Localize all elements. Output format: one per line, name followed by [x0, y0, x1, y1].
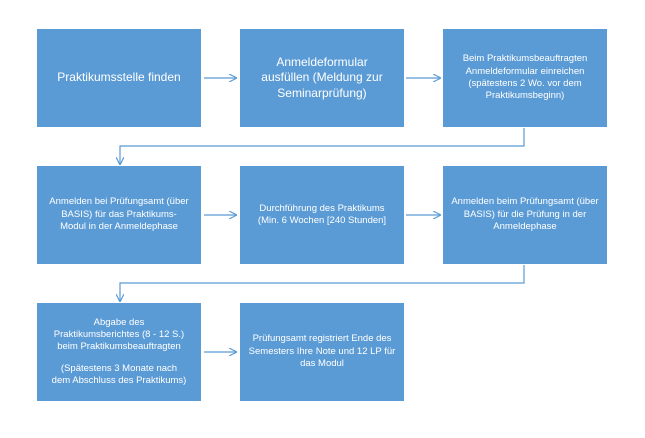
step-register-module-label: Anmelden bei Prüfungsamt (über BASIS) fü… [49, 196, 189, 233]
step-submit-report-deadline: (Spätestens 3 Monate nach dem Abschluss … [51, 362, 187, 387]
step-fill-registration-form: Anmeldeformular ausfüllen (Meldung zur S… [240, 29, 404, 127]
step-submit-report-label: Abgabe des Praktikumsberichtes (8 - 12 S… [53, 316, 185, 353]
step-submit-report: Abgabe des Praktikumsberichtes (8 - 12 S… [37, 303, 201, 401]
step-register-module: Anmelden bei Prüfungsamt (über BASIS) fü… [37, 166, 201, 264]
step-register-exam-label: Anmelden beim Prüfungsamt (über BASIS) f… [451, 196, 599, 233]
step-conduct-internship: Durchführung des Praktikums (Min. 6 Woch… [240, 166, 404, 264]
step-find-internship: Praktikumsstelle finden [37, 29, 201, 127]
step-submit-form-label: Beim Praktikumsbeauftragten Anmeldeformu… [462, 53, 588, 102]
step-grade-registered: Prüfungsamt registriert Ende des Semeste… [240, 303, 404, 401]
step-submit-form: Beim Praktikumsbeauftragten Anmeldeformu… [443, 29, 607, 127]
step-grade-registered-label: Prüfungsamt registriert Ende des Semeste… [248, 333, 396, 370]
step-fill-registration-form-label: Anmeldeformular ausfüllen (Meldung zur S… [261, 54, 383, 100]
step-register-exam: Anmelden beim Prüfungsamt (über BASIS) f… [443, 166, 607, 264]
arrow-s3-s4 [120, 128, 525, 164]
step-conduct-internship-label: Durchführung des Praktikums (Min. 6 Woch… [257, 202, 387, 226]
step-find-internship-label: Praktikumsstelle finden [57, 70, 181, 85]
arrow-s6-s7 [120, 265, 525, 301]
